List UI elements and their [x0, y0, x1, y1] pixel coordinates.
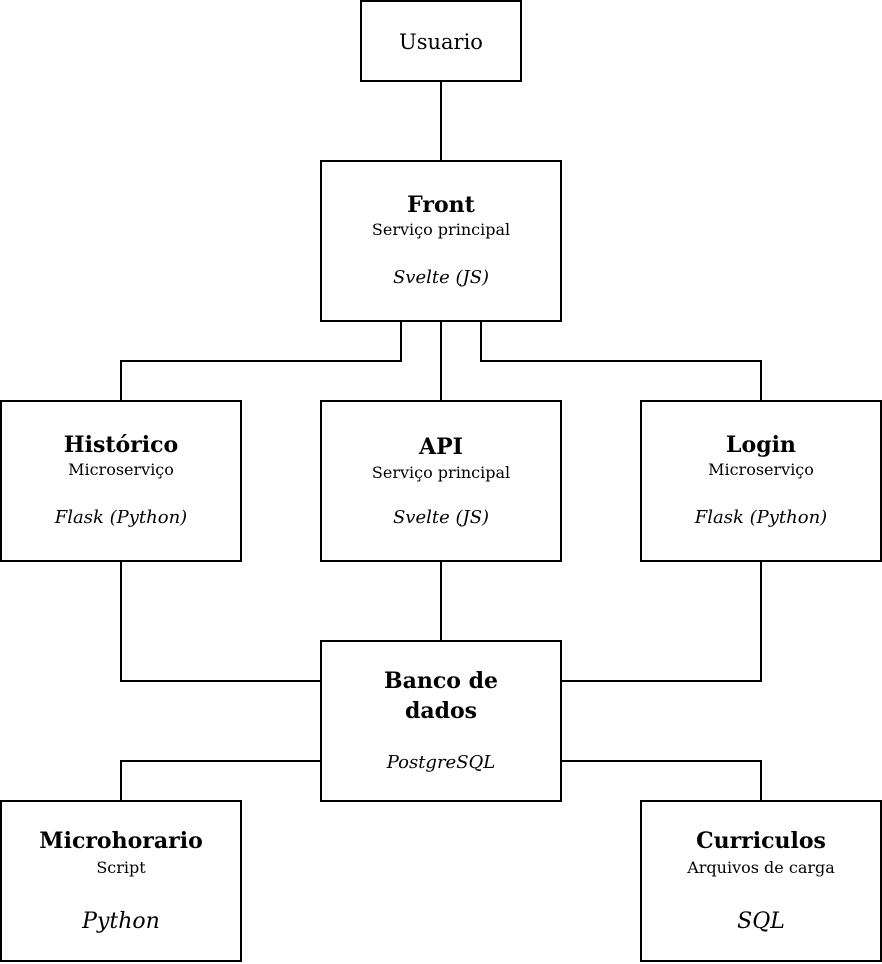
node-microhorario: Microhorario Script Python — [0, 800, 242, 962]
node-login-title: Login — [726, 432, 796, 458]
node-banco-de-dados: Banco de dados PostgreSQL — [320, 640, 562, 802]
node-historico-subtitle: Microserviço — [68, 460, 174, 479]
node-curriculos: Curriculos Arquivos de carga SQL — [640, 800, 882, 962]
node-microhorario-tech: Python — [82, 909, 160, 934]
node-microhorario-subtitle: Script — [96, 858, 146, 877]
node-historico: Histórico Microserviço Flask (Python) — [0, 400, 242, 562]
node-historico-title: Histórico — [63, 432, 179, 458]
node-login-subtitle: Microserviço — [708, 460, 814, 479]
edge-banco-curriculos — [561, 760, 762, 801]
node-front: Front Serviço principal Svelte (JS) — [320, 160, 562, 322]
node-banco-title-line2: dados — [404, 698, 478, 724]
node-curriculos-title: Curriculos — [696, 828, 826, 854]
node-curriculos-tech: SQL — [737, 909, 785, 934]
node-banco-tech: PostgreSQL — [386, 752, 496, 773]
node-microhorario-title: Microhorario — [39, 828, 203, 854]
node-banco-title-line1: Banco de — [384, 668, 498, 694]
edge-banco-microhorario — [120, 760, 321, 801]
edge-login-banco — [561, 560, 762, 682]
node-api-title: API — [419, 434, 463, 460]
node-usuario-title: Usuario — [399, 30, 483, 54]
node-curriculos-subtitle: Arquivos de carga — [687, 858, 835, 877]
node-api-subtitle: Serviço principal — [371, 463, 511, 482]
node-usuario: Usuario — [360, 0, 522, 82]
node-api-tech: Svelte (JS) — [392, 507, 490, 528]
node-api: API Serviço principal Svelte (JS) — [320, 400, 562, 562]
node-login-tech: Flask (Python) — [694, 507, 828, 528]
node-front-subtitle: Serviço principal — [371, 220, 511, 239]
node-front-tech: Svelte (JS) — [392, 267, 490, 288]
edge-front-login — [480, 320, 762, 401]
node-historico-tech: Flask (Python) — [54, 507, 188, 528]
node-login: Login Microserviço Flask (Python) — [640, 400, 882, 562]
node-front-title: Front — [407, 192, 475, 218]
edge-front-historico — [120, 320, 402, 401]
edge-historico-banco — [120, 560, 321, 682]
